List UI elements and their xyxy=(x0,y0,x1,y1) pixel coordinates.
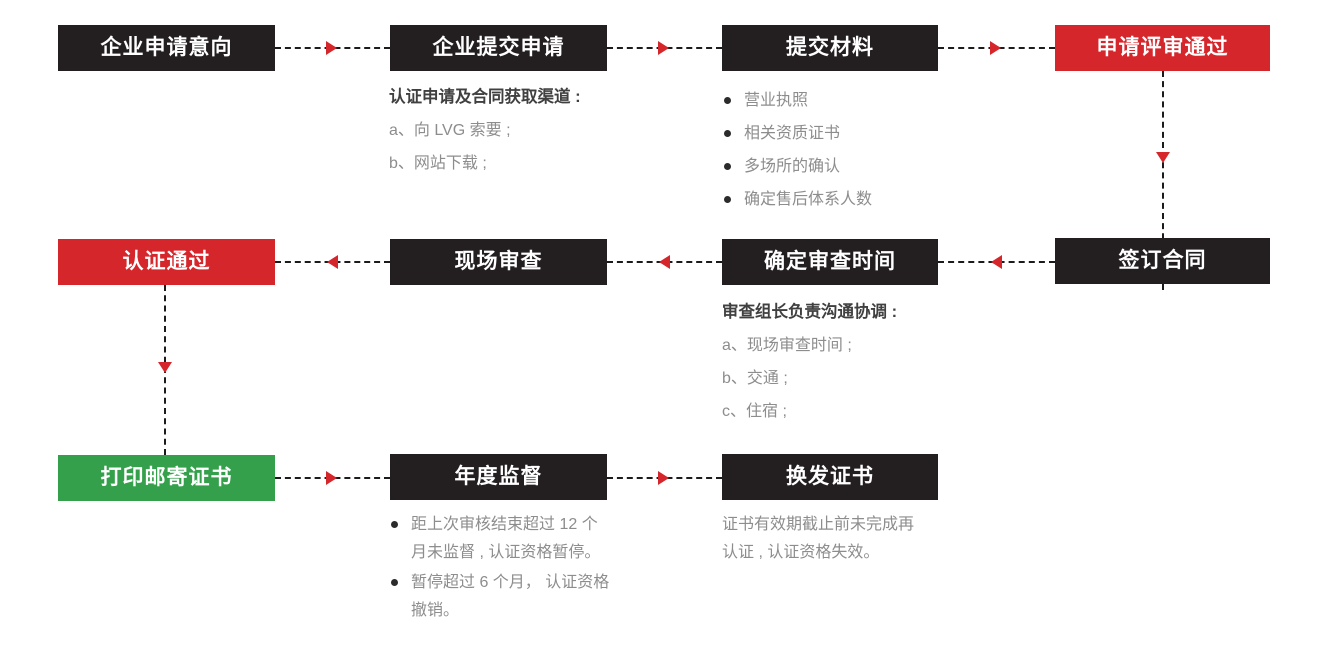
list-item: 相关资质证书 xyxy=(722,117,952,150)
note-line: 距上次审核结束超过 12 个 xyxy=(411,516,598,533)
flow-step-onsite-audit: 现场审查 xyxy=(390,239,607,285)
flow-step-label: 确定审查时间 xyxy=(764,250,896,273)
note-heading: 认证申请及合同获取渠道 : xyxy=(389,88,581,106)
flow-step-label: 认证通过 xyxy=(122,250,211,273)
flow-step-set-audit-time: 确定审查时间 xyxy=(722,239,938,285)
bullet-icon xyxy=(391,521,398,528)
note-line: 暂停超过 6 个月， 认证资格 xyxy=(411,574,610,591)
bullet-icon xyxy=(724,163,731,170)
note-audit-coordination: 审查组长负责沟通协调 : a、现场审查时间 ; b、交通 ; c、住宿 ; xyxy=(722,296,962,428)
flow-step-enterprise-intent: 企业申请意向 xyxy=(58,25,275,71)
list-item-label: 确定售后体系人数 xyxy=(744,191,873,208)
connector-down-right xyxy=(1162,71,1164,290)
arrow-right-icon xyxy=(658,471,669,485)
arrow-left-icon xyxy=(991,255,1002,269)
flow-step-label: 提交材料 xyxy=(786,36,874,59)
flow-step-print-mail-certificate: 打印邮寄证书 xyxy=(58,455,275,501)
flow-step-label: 换发证书 xyxy=(786,465,874,488)
list-item-label: 相关资质证书 xyxy=(744,125,841,142)
flow-step-sign-contract: 签订合同 xyxy=(1055,238,1270,284)
note-line: b、网站下载 ; xyxy=(389,155,487,172)
bullet-icon xyxy=(724,97,731,104)
list-item: 距上次审核结束超过 12 个 月未监督 , 认证资格暂停。 xyxy=(389,511,649,567)
flow-step-label: 签订合同 xyxy=(1118,249,1207,272)
note-certificate-renewal: 证书有效期截止前未完成再 认证 , 认证资格失效。 xyxy=(722,511,962,567)
arrow-down-icon xyxy=(1156,152,1170,163)
list-item: 多场所的确认 xyxy=(722,150,952,183)
flow-step-label: 年度监督 xyxy=(454,465,543,488)
note-materials-list: 营业执照 相关资质证书 多场所的确认 确定售后体系人数 xyxy=(722,84,952,216)
list-item: 营业执照 xyxy=(722,84,952,117)
note-line: b、交通 ; xyxy=(722,370,788,387)
note-line: a、现场审查时间 ; xyxy=(722,337,852,354)
arrow-right-icon xyxy=(326,41,337,55)
flow-step-annual-supervision: 年度监督 xyxy=(390,454,607,500)
arrow-right-icon xyxy=(658,41,669,55)
note-heading: 审查组长负责沟通协调 : xyxy=(722,303,898,321)
flow-step-label: 打印邮寄证书 xyxy=(100,466,233,489)
list-item-label: 多场所的确认 xyxy=(744,158,841,175)
list-item-label: 营业执照 xyxy=(744,92,809,109)
flow-step-label: 企业申请意向 xyxy=(100,36,233,59)
arrow-left-icon xyxy=(327,255,338,269)
list-item: 暂停超过 6 个月， 认证资格 撤销。 xyxy=(389,569,649,625)
flow-step-submit-application: 企业提交申请 xyxy=(390,25,607,71)
list-item: 确定售后体系人数 xyxy=(722,183,952,216)
flow-step-label: 申请评审通过 xyxy=(1096,36,1229,59)
arrow-right-icon xyxy=(326,471,337,485)
note-line: c、住宿 ; xyxy=(722,403,787,420)
note-line: a、向 LVG 索要 ; xyxy=(389,122,511,139)
note-line: 证书有效期截止前未完成再 xyxy=(722,516,915,533)
arrow-down-icon xyxy=(158,362,172,373)
bullet-icon xyxy=(391,579,398,586)
bullet-icon xyxy=(724,130,731,137)
flow-step-submit-materials: 提交材料 xyxy=(722,25,938,71)
flow-step-certification-passed: 认证通过 xyxy=(58,239,275,285)
note-application-channels: 认证申请及合同获取渠道 : a、向 LVG 索要 ; b、网站下载 ; xyxy=(389,81,629,180)
bullet-icon xyxy=(724,196,731,203)
note-line: 撤销。 xyxy=(411,602,460,619)
flow-step-label: 企业提交申请 xyxy=(432,36,565,59)
flow-step-review-passed: 申请评审通过 xyxy=(1055,25,1270,71)
flow-step-label: 现场审查 xyxy=(454,250,543,273)
note-line: 月未监督 , 认证资格暂停。 xyxy=(411,544,601,561)
note-annual-supervision: 距上次审核结束超过 12 个 月未监督 , 认证资格暂停。 暂停超过 6 个月，… xyxy=(389,511,649,625)
note-line: 认证 , 认证资格失效。 xyxy=(722,544,880,561)
arrow-right-icon xyxy=(990,41,1001,55)
flow-step-renew-certificate: 换发证书 xyxy=(722,454,938,500)
arrow-left-icon xyxy=(659,255,670,269)
